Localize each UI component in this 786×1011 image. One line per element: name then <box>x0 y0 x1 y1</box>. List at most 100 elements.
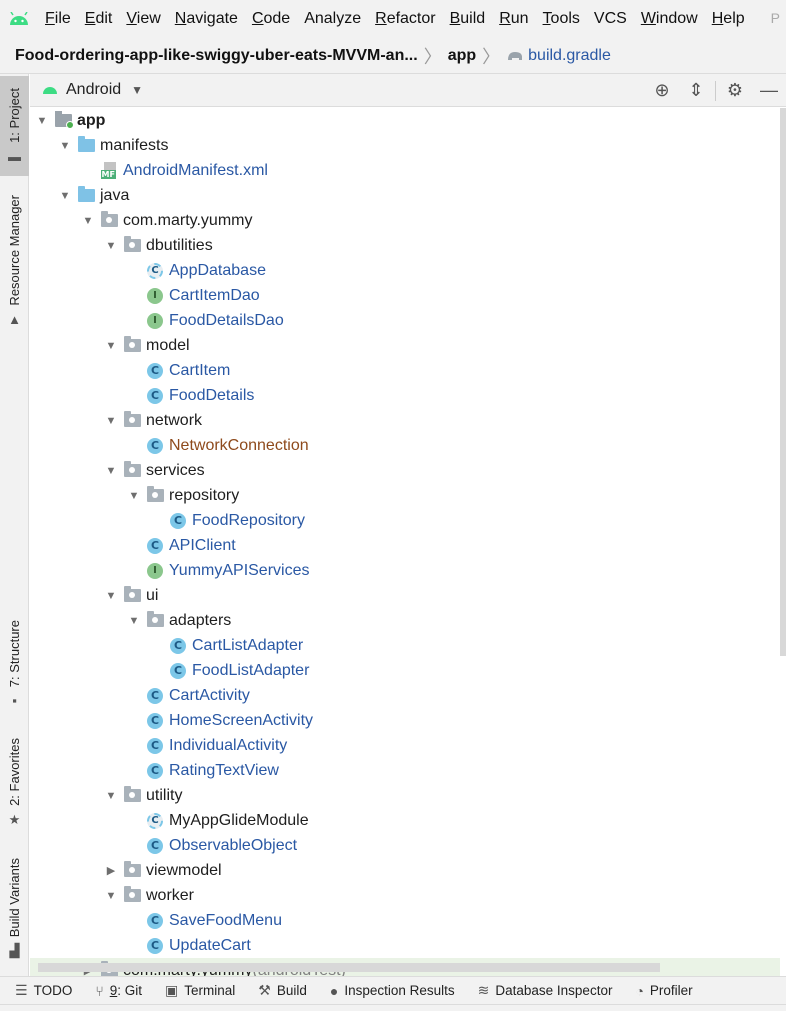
tree-node[interactable]: ▼java <box>30 183 780 208</box>
menu-help[interactable]: Help <box>711 10 745 27</box>
menu-edit[interactable]: Edit <box>84 10 113 27</box>
expand-arrow-icon[interactable]: ▼ <box>105 589 117 602</box>
menu-refactor[interactable]: Refactor <box>375 10 436 27</box>
breadcrumb-separator-icon: 〉 <box>482 46 501 67</box>
tab-todo[interactable]: ☰TODO <box>15 982 73 998</box>
tree-node-label: com.marty.yummy <box>123 211 253 229</box>
menu-window[interactable]: Window <box>640 10 698 27</box>
tree-node-label: FoodDetails <box>169 386 255 404</box>
tab-inspection-results[interactable]: ●Inspection Results <box>329 982 455 999</box>
expand-arrow-icon[interactable]: ▼ <box>105 789 117 802</box>
expand-arrow-icon[interactable]: ▼ <box>59 139 71 152</box>
tree-node[interactable]: ▼utility <box>30 783 780 808</box>
tab-database-inspector[interactable]: ≋Database Inspector <box>477 982 613 998</box>
tree-node[interactable]: ▼dbutilities <box>30 233 780 258</box>
menu-analyze[interactable]: Analyze <box>304 10 362 27</box>
menu-file[interactable]: File <box>45 10 71 27</box>
abstract-class-icon: C <box>146 262 164 280</box>
project-view-selector[interactable]: Android ▼ <box>42 81 143 99</box>
vertical-scrollbar[interactable] <box>780 108 786 656</box>
breadcrumb-module[interactable]: app <box>447 46 477 64</box>
tree-node-label: YummyAPIServices <box>169 561 310 579</box>
tree-node-label: UpdateCart <box>169 936 251 954</box>
expand-arrow-icon[interactable]: ▼ <box>128 489 140 502</box>
tree-node[interactable]: ▼services <box>30 458 780 483</box>
tab-profiler[interactable]: ◔Profiler <box>635 982 693 999</box>
expand-arrow-icon[interactable]: ▼ <box>105 339 117 352</box>
tree-node[interactable]: ▼ com.marty.yummy <box>30 208 780 233</box>
tree-node[interactable]: ▼app <box>30 108 780 133</box>
tree-node[interactable]: ▼network <box>30 408 780 433</box>
gear-icon[interactable]: ⚙ <box>726 80 744 100</box>
expand-arrow-icon[interactable]: ▼ <box>59 189 71 202</box>
tree-node[interactable]: ▼model <box>30 333 780 358</box>
tree-node[interactable]: ▶viewmodel <box>30 858 780 883</box>
tree-node[interactable]: ▼repository <box>30 483 780 508</box>
tree-node[interactable]: ▼ui <box>30 583 780 608</box>
tab-build[interactable]: ⚒Build <box>258 982 307 998</box>
tree-node[interactable]: ▼worker <box>30 883 780 908</box>
package-icon <box>123 411 141 430</box>
tab-project-label: 1: Project <box>7 88 22 143</box>
tree-node[interactable]: ▼adapters <box>30 608 780 633</box>
menu-build[interactable]: Build <box>449 10 486 27</box>
tab-project[interactable]: 1: Project ▬ <box>0 76 29 176</box>
horizontal-scrollbar[interactable] <box>38 963 660 972</box>
expand-arrow-icon[interactable]: ▼ <box>128 614 140 627</box>
folder-icon <box>77 186 95 205</box>
bottom-tool-bar: ☰TODO ⑂9: Git ▣Terminal ⚒Build ●Inspection R… <box>0 976 786 1004</box>
menu-code[interactable]: Code <box>251 10 291 27</box>
menu-navigate[interactable]: Navigate <box>174 10 238 27</box>
expand-arrow-icon[interactable]: ▼ <box>105 239 117 252</box>
package-icon <box>123 461 141 480</box>
tab-terminal[interactable]: ▣Terminal <box>165 982 236 998</box>
menu-vcs[interactable]: VCS <box>593 10 627 27</box>
collapse-arrow-icon[interactable]: ▶ <box>106 865 116 877</box>
tab-resource-manager[interactable]: Resource Manager ▲ <box>0 189 29 334</box>
expand-arrow-icon[interactable]: ▼ <box>105 889 117 902</box>
tree-node[interactable]: I YummyAPIServices <box>30 558 780 583</box>
package-icon <box>123 786 141 805</box>
menu-run[interactable]: Run <box>499 10 529 27</box>
tree-node[interactable]: ▼manifests <box>30 133 780 158</box>
expand-arrow-icon[interactable]: ▼ <box>36 114 48 127</box>
collapse-all-icon[interactable]: ⇕ <box>688 80 704 100</box>
locate-file-icon[interactable]: ⊕ <box>654 80 670 100</box>
expand-arrow-icon[interactable]: ▼ <box>105 414 117 427</box>
class-icon: C <box>146 437 164 455</box>
tab-favorites[interactable]: 2: Favorites ★ <box>0 734 29 829</box>
interface-icon: I <box>146 562 164 580</box>
expand-arrow-icon[interactable]: ▼ <box>105 464 117 477</box>
menu-tools[interactable]: Tools <box>542 10 580 27</box>
expand-arrow-icon[interactable]: ▼ <box>82 214 94 227</box>
class-icon: C <box>169 662 187 680</box>
tab-structure-label: 7: Structure <box>7 620 22 688</box>
breadcrumb-project[interactable]: Food-ordering-app-like-swiggy-uber-eats-… <box>15 46 418 64</box>
hide-icon[interactable]: — <box>760 80 778 100</box>
menu-view[interactable]: View <box>126 10 161 27</box>
tab-9-git[interactable]: ⑂9: Git <box>95 982 143 999</box>
tab-build-variants[interactable]: Build Variants ▟ <box>0 854 29 964</box>
breadcrumb-file[interactable]: build.gradle <box>528 46 611 64</box>
window-control-icon[interactable]: Ρ <box>770 10 780 26</box>
tab-structure[interactable]: 7: Structure ▪ <box>0 614 29 709</box>
